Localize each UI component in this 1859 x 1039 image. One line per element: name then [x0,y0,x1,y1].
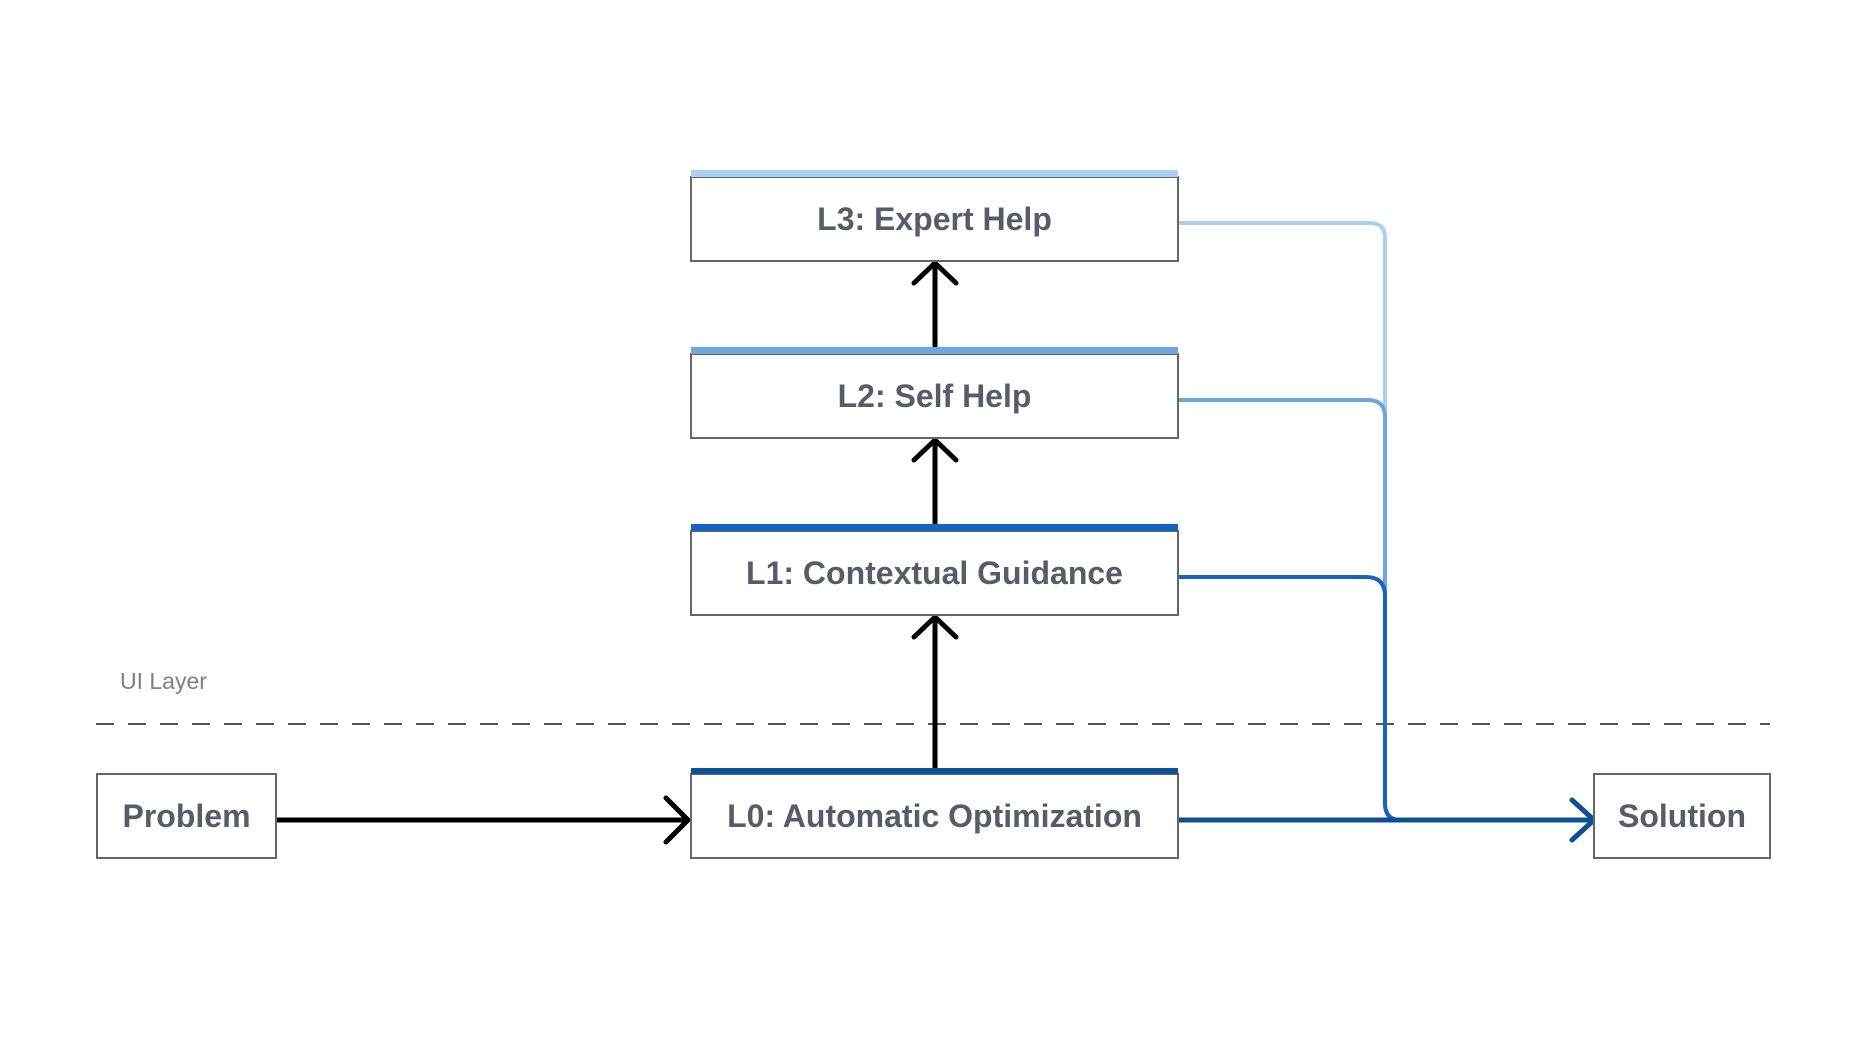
ui-layer-label: UI Layer [120,668,207,694]
problem-label: Problem [122,798,250,834]
problem-node: Problem [96,773,277,859]
problem-to-l0-arrow [274,795,691,845]
l2-label: L2: Self Help [838,378,1032,414]
l1-route-line [1178,575,1420,822]
l2-color-bar [691,347,1178,354]
l1-label: L1: Contextual Guidance [746,555,1123,591]
solution-label: Solution [1618,798,1746,834]
l0-node: L0: Automatic Optimization [690,768,1179,859]
l0-label: L0: Automatic Optimization [727,798,1142,834]
l0-to-l1-arrow [911,614,959,774]
l2-node: L2: Self Help [690,347,1179,439]
l0-color-bar [691,768,1178,774]
l3-label: L3: Expert Help [817,201,1052,237]
l3-color-bar [691,170,1178,177]
l3-node: L3: Expert Help [690,170,1179,262]
l1-color-bar [691,524,1178,531]
l2-to-l3-arrow [911,260,959,353]
solution-node: Solution [1593,773,1771,859]
l1-node: L1: Contextual Guidance [690,524,1179,616]
l1-to-l2-arrow [911,437,959,529]
